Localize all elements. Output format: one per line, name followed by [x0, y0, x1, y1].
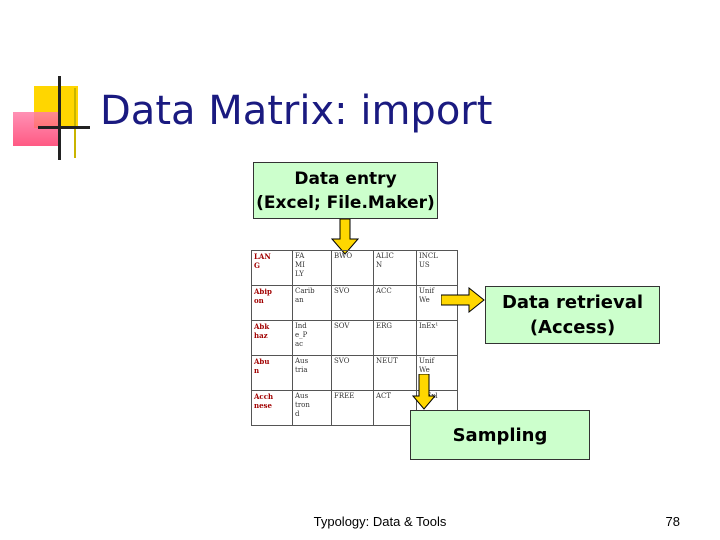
data-retrieval-box: Data retrieval (Access) — [485, 286, 660, 344]
page-number: 78 — [665, 514, 680, 529]
table-cell: SVO — [331, 285, 374, 321]
logo-accent-line — [74, 88, 76, 158]
table-cell: ACC — [373, 285, 417, 321]
arrow-right-icon — [441, 287, 485, 313]
logo-horizontal-line — [38, 126, 90, 129]
table-cell: Ind e_P ac — [292, 320, 332, 356]
table-cell: Abip on — [251, 285, 293, 321]
sampling-box: Sampling — [410, 410, 590, 460]
table-cell: Carib an — [292, 285, 332, 321]
arrow-down-icon — [412, 374, 436, 410]
table-cell: ERG — [373, 320, 417, 356]
table-cell: ALIC N — [373, 250, 417, 286]
table-cell: Acch nese — [251, 390, 293, 426]
table-cell: InEx¹ — [416, 320, 458, 356]
table-cell: Aus tria — [292, 355, 332, 391]
table-cell: Abk haz — [251, 320, 293, 356]
table-cell: Abu n — [251, 355, 293, 391]
table-cell: BWO — [331, 250, 374, 286]
data-entry-label: Data entry — [294, 169, 397, 189]
slide-title: Data Matrix: import — [100, 88, 493, 134]
arrow-down-icon — [331, 219, 359, 255]
table-cell: SOV — [331, 320, 374, 356]
data-retrieval-label: Data retrieval — [501, 292, 644, 313]
table-cell: INCL US — [416, 250, 458, 286]
table-cell: FREE — [331, 390, 374, 426]
data-entry-tools: (Excel; File.Maker) — [256, 193, 435, 213]
table-cell: Aus tron d — [292, 390, 332, 426]
logo-vertical-line — [58, 76, 61, 160]
data-retrieval-tool: (Access) — [529, 317, 616, 338]
table-cell: SVO — [331, 355, 374, 391]
table-cell: NEUT — [373, 355, 417, 391]
data-entry-box: Data entry (Excel; File.Maker) — [253, 162, 438, 219]
table-cell: FA MI LY — [292, 250, 332, 286]
slide-footer: Typology: Data & Tools — [313, 514, 447, 529]
table-cell: LAN G — [251, 250, 293, 286]
logo-red-square — [13, 112, 61, 146]
